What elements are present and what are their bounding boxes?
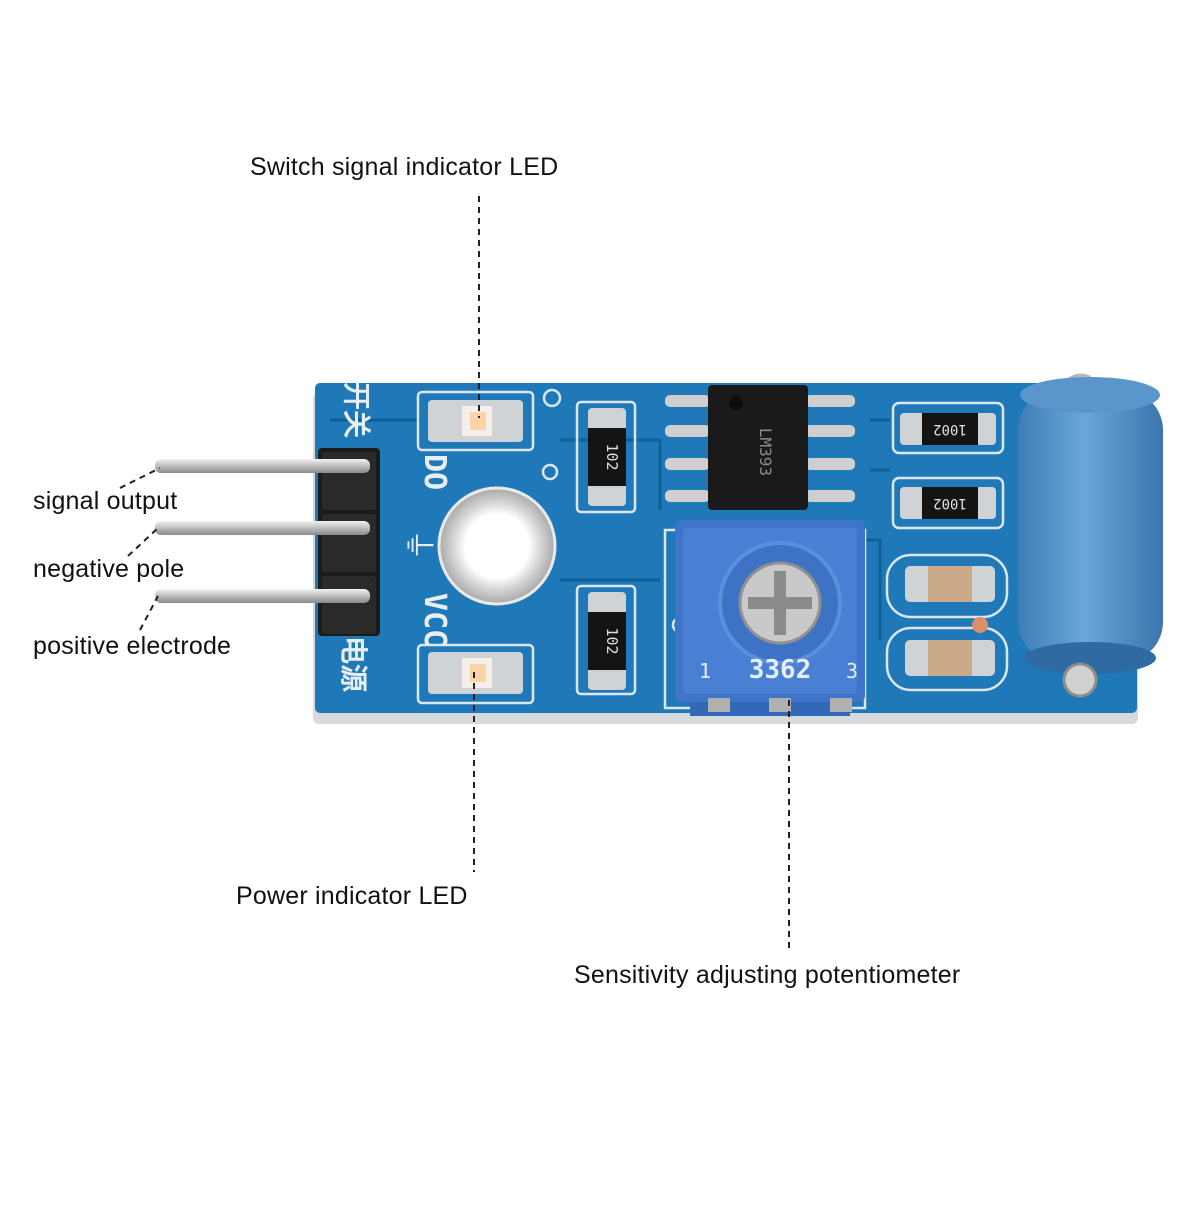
callout-power-led: Power indicator LED bbox=[236, 882, 468, 910]
silk-do-label: DO bbox=[417, 454, 452, 490]
leader-negative-pole bbox=[127, 527, 159, 557]
switch-led bbox=[428, 400, 523, 442]
silk-power-label: 电源 bbox=[337, 636, 370, 692]
comparator-chip: LM393 bbox=[665, 385, 855, 510]
leader-positive-electrode bbox=[139, 595, 159, 631]
callout-signal-output: signal output bbox=[33, 487, 178, 515]
power-led bbox=[428, 652, 523, 694]
capacitor-lower bbox=[905, 640, 995, 676]
callout-switch-led: Switch signal indicator LED bbox=[250, 153, 559, 181]
silk-switch-label: 开关 bbox=[340, 382, 373, 438]
pin-negative bbox=[155, 521, 370, 535]
capacitor-upper bbox=[905, 566, 995, 602]
callout-negative-pole: negative pole bbox=[33, 555, 185, 583]
resistor-right-lower: 1002 bbox=[900, 487, 996, 519]
callout-positive-electrode: positive electrode bbox=[33, 632, 232, 660]
pot-model-label: 3362 bbox=[749, 655, 812, 685]
silk-gnd-label: ⏚ bbox=[400, 529, 438, 561]
callout-leaders bbox=[119, 196, 790, 948]
vibration-switch bbox=[1018, 373, 1163, 698]
resistor-upper: 102 bbox=[588, 408, 626, 506]
svg-text:1002: 1002 bbox=[933, 495, 967, 511]
pot-pin-1-label: 1 bbox=[699, 659, 711, 683]
callout-potentiometer: Sensitivity adjusting potentiometer bbox=[574, 961, 961, 989]
svg-text:102: 102 bbox=[603, 627, 621, 654]
resistor-right-upper: 1002 bbox=[900, 413, 996, 445]
pot-pin-3-label: 3 bbox=[846, 659, 858, 683]
svg-text:102: 102 bbox=[603, 443, 621, 470]
pin-signal-output bbox=[155, 459, 370, 473]
resistor-lower: 102 bbox=[588, 592, 626, 690]
pin-positive bbox=[155, 589, 370, 603]
silk-vcc-label: VCC bbox=[417, 593, 452, 647]
svg-text:1002: 1002 bbox=[933, 421, 967, 437]
potentiometer: 3362 1 3 bbox=[675, 520, 865, 716]
leader-signal-output bbox=[119, 467, 161, 489]
pin-header bbox=[155, 448, 380, 636]
svg-text:LM393: LM393 bbox=[756, 428, 775, 476]
